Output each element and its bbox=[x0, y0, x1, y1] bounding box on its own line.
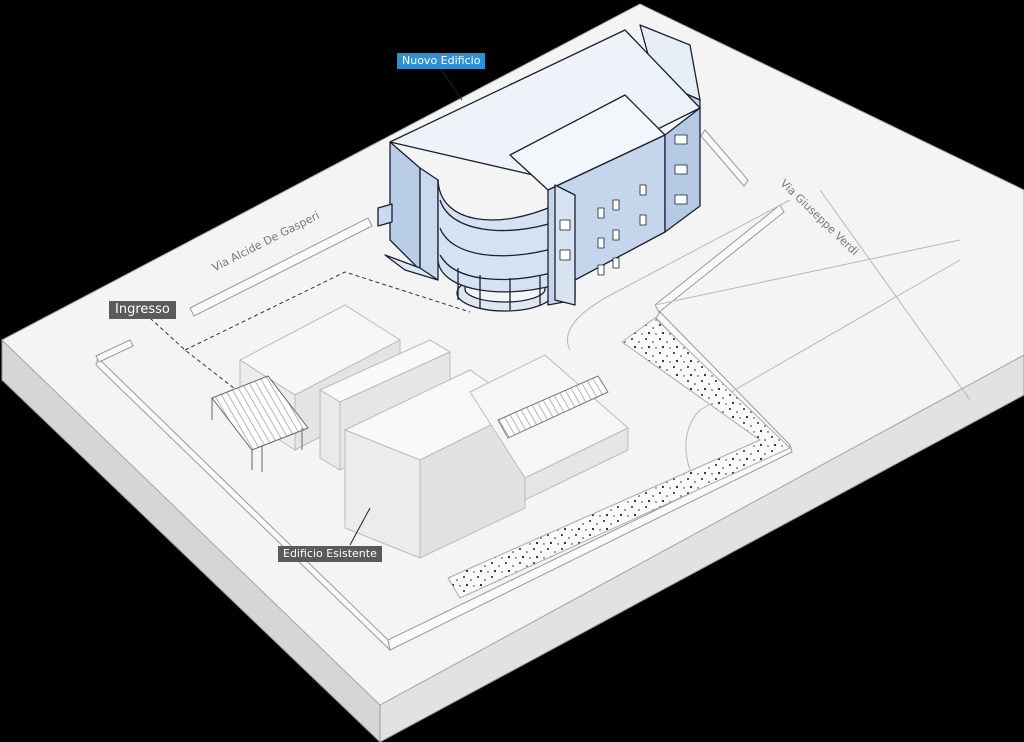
site-walls bbox=[95, 129, 793, 652]
ground-slab bbox=[1, 3, 1024, 742]
gravel-area bbox=[447, 317, 791, 599]
label-existing-building: Edificio Esistente bbox=[278, 546, 382, 562]
new-building bbox=[377, 24, 701, 312]
label-entrance: Ingresso bbox=[109, 301, 176, 319]
existing-building bbox=[239, 304, 629, 559]
driveway bbox=[567, 189, 971, 471]
entrance-pergola bbox=[211, 375, 309, 472]
leader-lines bbox=[349, 67, 463, 546]
label-new-building: Nuovo Edificio bbox=[397, 53, 486, 69]
